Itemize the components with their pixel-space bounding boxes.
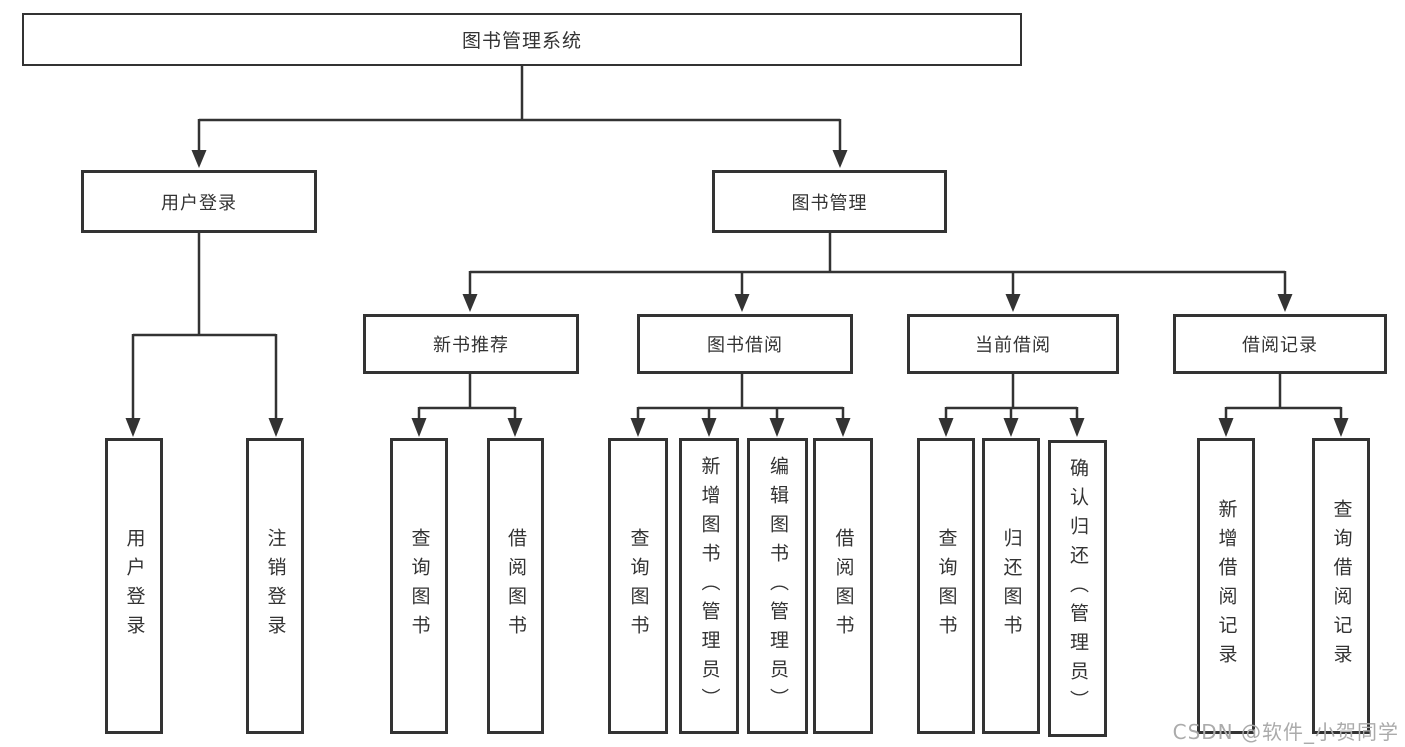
node-label: 借阅图书 [505, 528, 527, 644]
node-label: 借阅记录 [1242, 335, 1318, 356]
node-library-management-system: 图书管理系统 [22, 13, 1022, 66]
node-label: 新增借阅记录 [1215, 499, 1238, 673]
node-label: 用户登录 [123, 528, 146, 644]
node-label: 确认归还（管理员） [1067, 458, 1089, 719]
leaf-logout: 注销登录 [246, 438, 304, 734]
node-label: 编辑图书（管理员） [767, 455, 789, 717]
leaf-confirm-return-admin: 确认归还（管理员） [1048, 440, 1107, 737]
leaf-query-books-recommend: 查询图书 [390, 438, 448, 734]
node-label: 当前借阅 [975, 335, 1051, 356]
leaf-return-book: 归还图书 [982, 438, 1040, 734]
node-current-borrowing: 当前借阅 [907, 314, 1119, 374]
node-book-borrowing: 图书借阅 [637, 314, 853, 374]
leaf-edit-book-admin: 编辑图书（管理员） [747, 438, 808, 734]
node-label: 借阅图书 [832, 528, 855, 644]
node-new-book-recommendation: 新书推荐 [363, 314, 579, 374]
leaf-borrow-books: 借阅图书 [813, 438, 873, 734]
leaf-add-book-admin: 新增图书（管理员） [679, 438, 739, 734]
leaf-query-books-current: 查询图书 [917, 438, 975, 734]
node-label: 注销登录 [264, 528, 287, 644]
node-user-login: 用户登录 [81, 170, 317, 233]
node-label: 查询图书 [935, 528, 958, 644]
node-label: 归还图书 [1000, 528, 1023, 644]
node-label: 图书管理系统 [461, 30, 582, 52]
leaf-query-books-borrow: 查询图书 [608, 438, 668, 734]
leaf-query-borrow-record: 查询借阅记录 [1312, 438, 1370, 734]
node-label: 新增图书（管理员） [698, 455, 721, 717]
node-borrowing-records: 借阅记录 [1173, 314, 1387, 374]
node-book-management: 图书管理 [712, 170, 947, 233]
node-label: 图书管理 [791, 192, 868, 214]
node-label: 查询图书 [408, 528, 431, 644]
csdn-watermark: CSDN @软件_小贺同学 [1172, 720, 1399, 744]
node-label: 查询图书 [627, 528, 650, 644]
node-label: 图书借阅 [707, 335, 783, 356]
node-label: 用户登录 [161, 192, 237, 214]
leaf-user-login: 用户登录 [105, 438, 163, 734]
leaf-borrow-books-recommend: 借阅图书 [487, 438, 544, 734]
node-label: 查询借阅记录 [1330, 499, 1353, 673]
leaf-add-borrow-record: 新增借阅记录 [1197, 438, 1255, 734]
node-label: 新书推荐 [433, 335, 509, 356]
